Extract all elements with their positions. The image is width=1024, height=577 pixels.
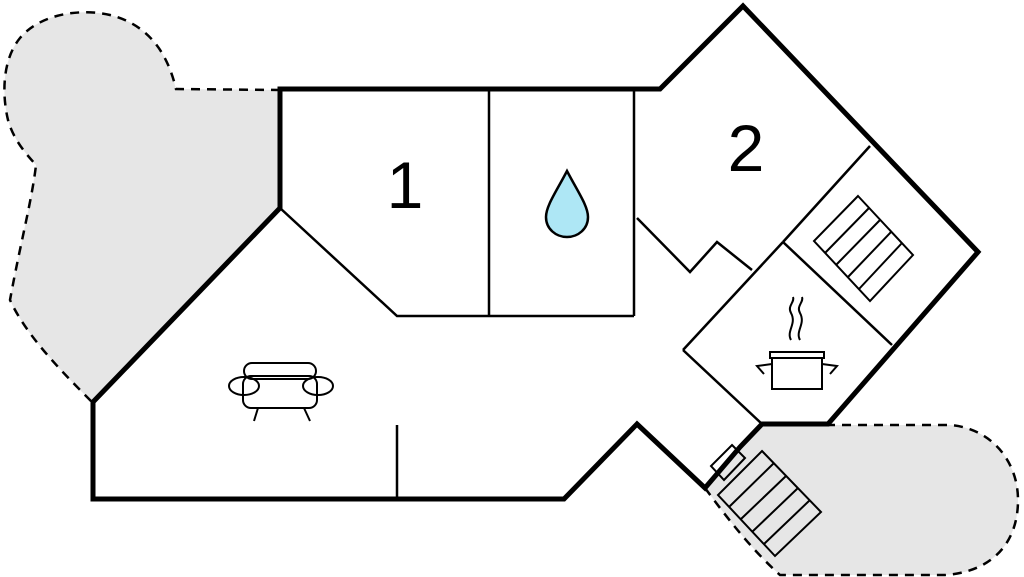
sofa-icon [228,362,334,422]
entrance-stairs-icon [709,443,823,558]
stairs-icon [812,194,915,303]
water-drop-icon [544,168,590,239]
outer-wall [90,2,982,502]
terrace-left [3,11,282,404]
cooking-pot-icon [755,296,839,390]
terrace-right [703,423,1020,577]
interior-walls [279,89,893,499]
room-label-1: 1 [387,148,424,222]
room-label-2: 2 [728,111,765,185]
